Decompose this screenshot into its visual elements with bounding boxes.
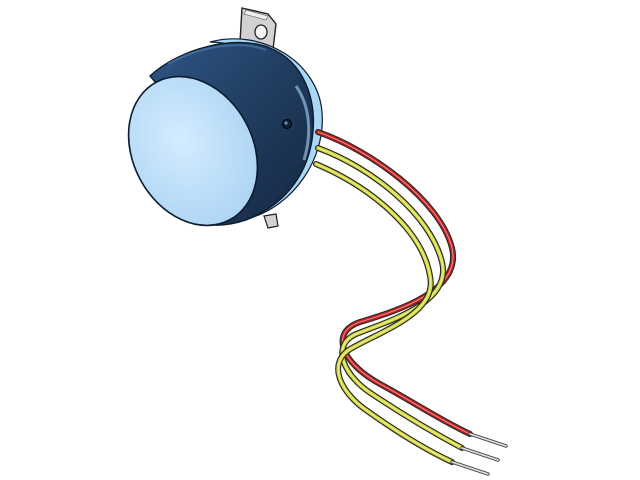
mounting-bracket-bottom — [263, 213, 279, 229]
wire-yellow-2-highlight — [315, 163, 453, 463]
pin-yellow-2 — [451, 461, 489, 475]
bracket-hole — [254, 24, 268, 40]
pin-red — [469, 433, 507, 447]
wire-yellow-1-highlight — [317, 147, 463, 449]
pin-yellow-1 — [461, 447, 499, 461]
wire-yellow-1-outline — [315, 145, 465, 451]
wire-red-highlight — [317, 131, 471, 435]
motor-front-face — [127, 75, 259, 227]
wire-pins — [450, 432, 508, 476]
lead-wires — [313, 129, 473, 465]
